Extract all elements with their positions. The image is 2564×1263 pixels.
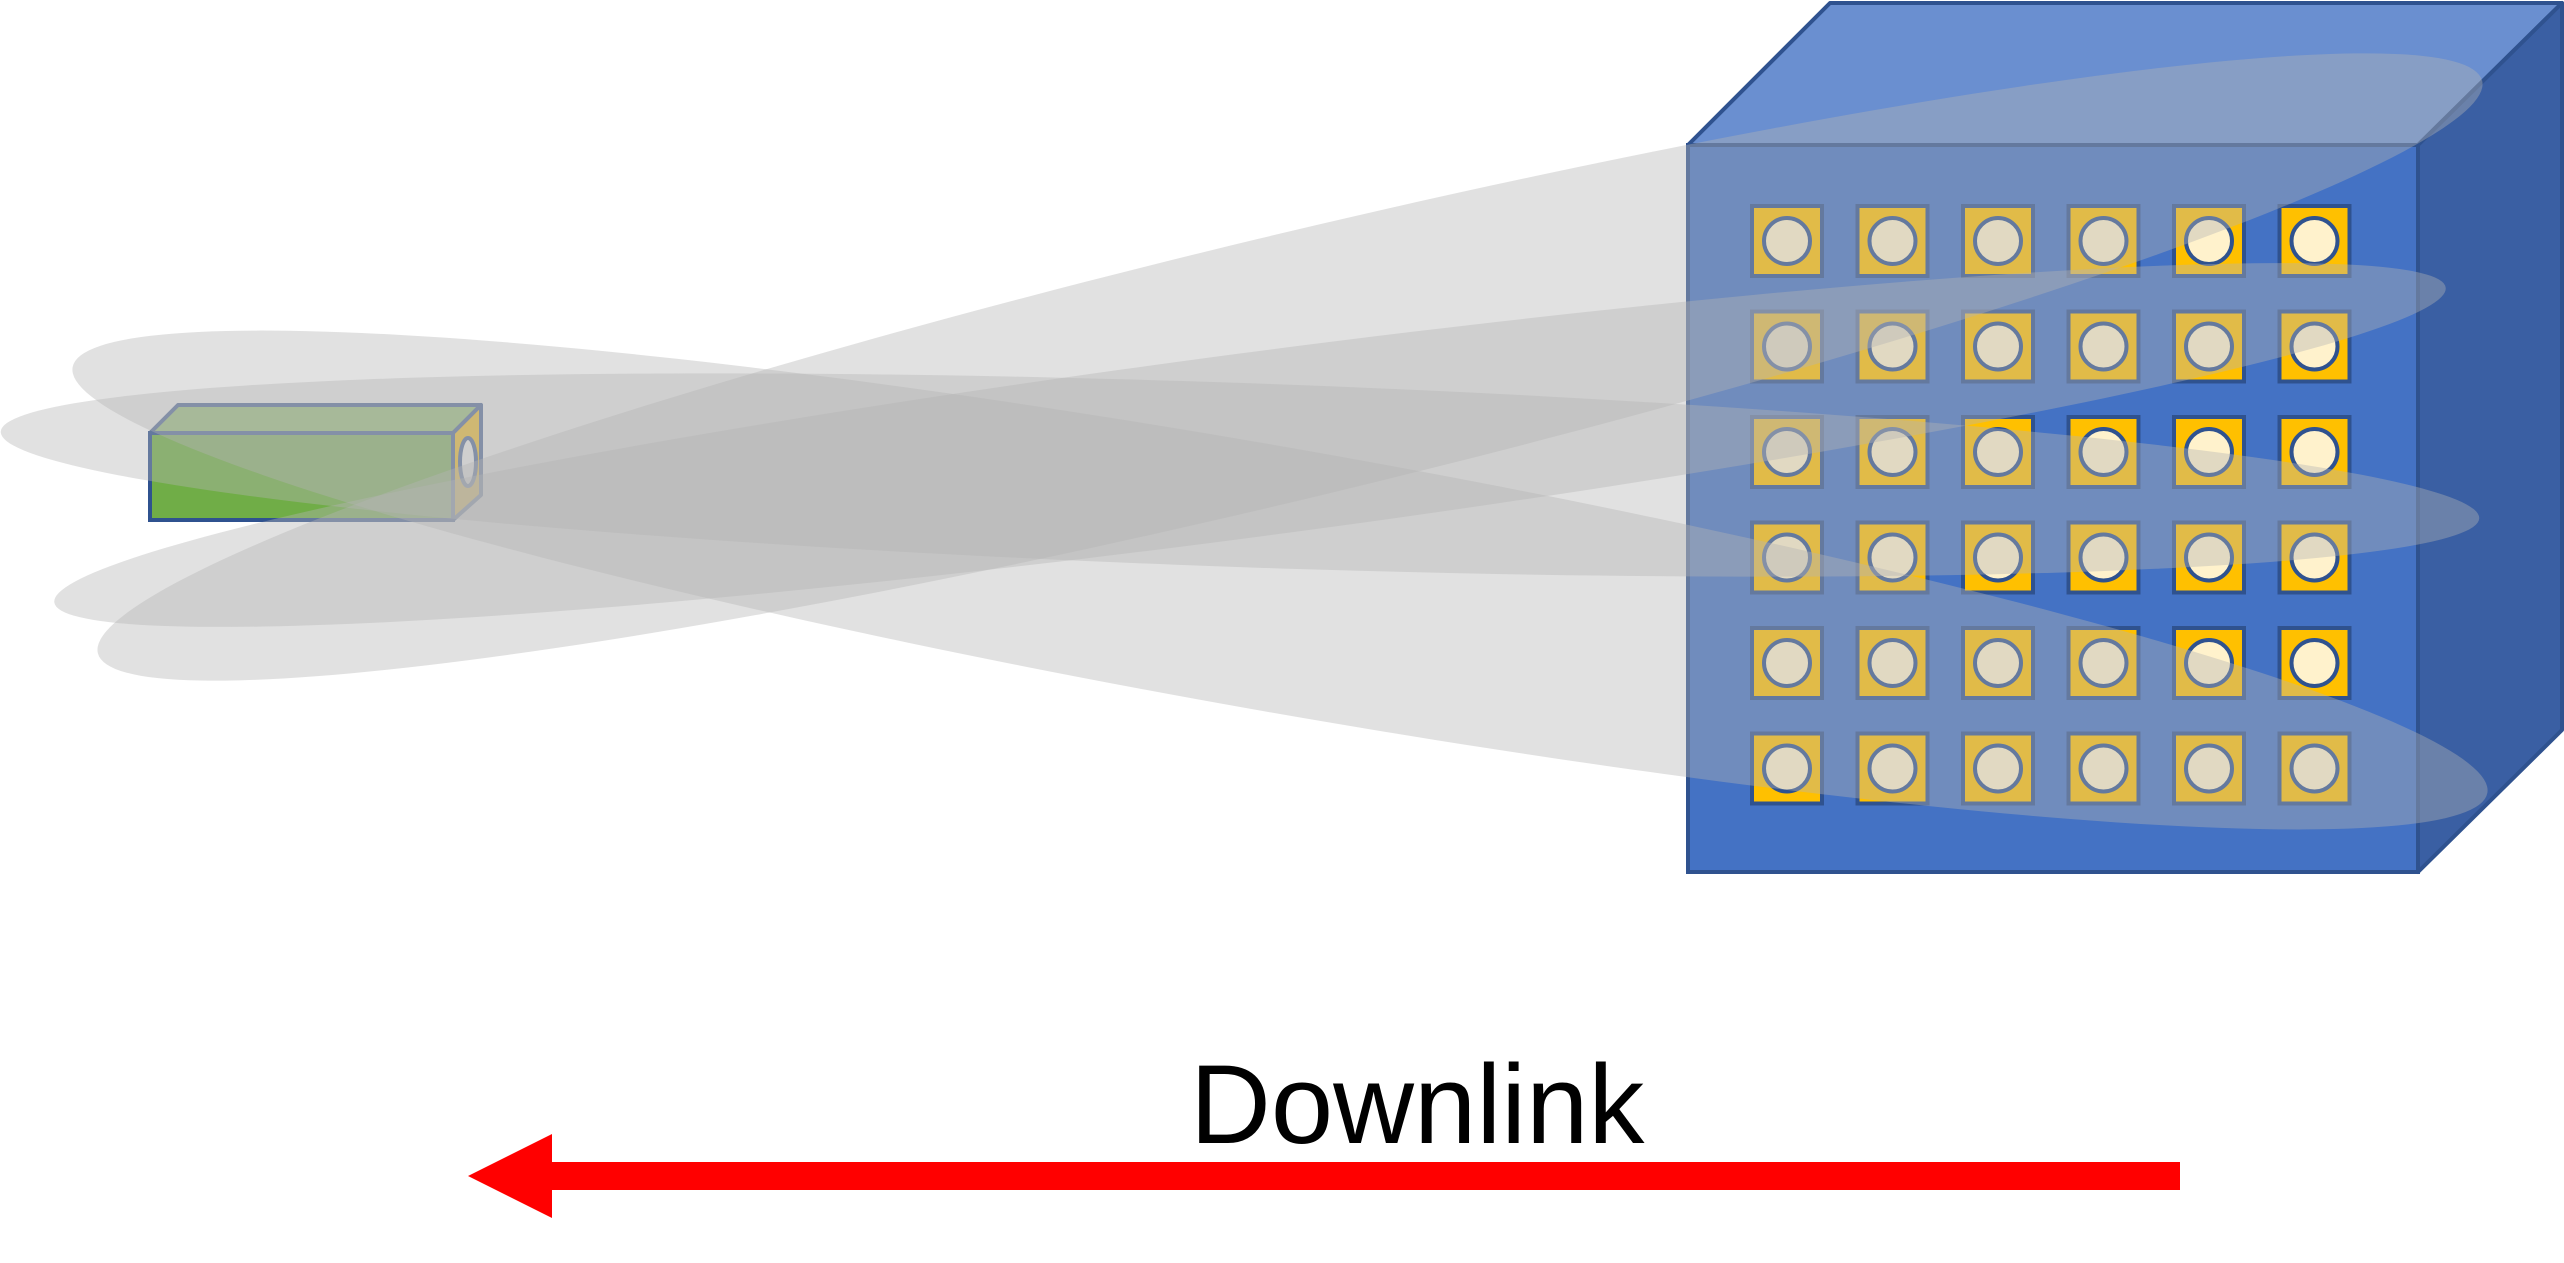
- antenna-aperture-icon: [1762, 427, 1812, 477]
- antenna-aperture-icon: [1973, 532, 2023, 583]
- antenna-element: [1855, 204, 1930, 278]
- antenna-aperture-icon: [2184, 532, 2234, 583]
- antenna-aperture-icon: [2289, 743, 2340, 794]
- downlink-arrow-head: [468, 1134, 552, 1218]
- antenna-aperture-icon: [2184, 638, 2234, 688]
- antenna-element: [2277, 520, 2352, 595]
- antenna-element: [2066, 626, 2141, 700]
- antenna-element: [2066, 309, 2141, 384]
- antenna-element: [2277, 204, 2352, 278]
- antenna-aperture-icon: [2184, 216, 2234, 266]
- antenna-aperture-icon: [2078, 743, 2129, 794]
- antenna-element: [1750, 626, 1824, 700]
- antenna-aperture-icon: [1762, 532, 1812, 583]
- antenna-element: [1855, 731, 1930, 806]
- antenna-element: [1855, 520, 1930, 595]
- antenna-aperture-icon: [2078, 532, 2129, 583]
- antenna-aperture-icon: [2184, 321, 2234, 372]
- antenna-aperture-icon: [2184, 427, 2234, 477]
- antenna-element: [2277, 309, 2352, 384]
- antenna-element: [1961, 309, 2035, 384]
- antenna-aperture-icon: [1973, 216, 2023, 266]
- antenna-aperture-icon: [2078, 216, 2129, 266]
- antenna-element: [2172, 309, 2246, 384]
- antenna-element: [2066, 520, 2141, 595]
- antenna-element: [1855, 415, 1930, 489]
- downlink-arrow: [468, 1134, 2180, 1218]
- antenna-element: [2066, 731, 2141, 806]
- beams: [0, 53, 2488, 830]
- antenna-element: [1855, 309, 1930, 384]
- antenna-element: [2277, 731, 2352, 806]
- antenna-aperture-icon: [1867, 427, 1918, 477]
- antenna-aperture-icon: [2078, 427, 2129, 477]
- downlink-label: Downlink: [1190, 1042, 1645, 1167]
- antenna-element: [2172, 520, 2246, 595]
- antenna-aperture-icon: [1973, 321, 2023, 372]
- antenna-aperture-icon: [2289, 638, 2340, 688]
- antenna-aperture-icon: [1867, 532, 1918, 583]
- antenna-element: [2172, 731, 2246, 806]
- antenna-element: [1961, 731, 2035, 806]
- antenna-aperture-icon: [1867, 743, 1918, 794]
- user-equipment: [148, 403, 483, 522]
- base-station: [1686, 1, 2564, 874]
- antenna-element: [2172, 626, 2246, 700]
- beam: [0, 373, 2480, 577]
- antenna-aperture-icon: [1973, 638, 2023, 688]
- antenna-aperture-icon: [1762, 638, 1812, 688]
- antenna-element: [2172, 204, 2246, 278]
- antenna-element: [2277, 626, 2352, 700]
- base-station-side-face: [2416, 1, 2564, 874]
- antenna-aperture-icon: [2184, 743, 2234, 794]
- antenna-element: [2172, 415, 2246, 489]
- antenna-element: [1961, 520, 2035, 595]
- antenna-aperture-icon: [2289, 532, 2340, 583]
- antenna-element: [1855, 626, 1930, 700]
- antenna-aperture-icon: [1867, 638, 1918, 688]
- downlink-arrow-shaft: [548, 1162, 2180, 1190]
- antenna-aperture-icon: [1762, 321, 1812, 372]
- antenna-aperture-icon: [2078, 638, 2129, 688]
- antenna-element: [2066, 415, 2141, 489]
- antenna-aperture-icon: [2289, 216, 2340, 266]
- antenna-element: [1750, 309, 1824, 384]
- antenna-aperture-icon: [2289, 321, 2340, 372]
- beam: [54, 263, 2446, 627]
- user-equipment-antenna-icon: [458, 436, 478, 488]
- antenna-element: [1750, 204, 1824, 278]
- antenna-element: [1961, 626, 2035, 700]
- beam: [72, 330, 2488, 830]
- antenna-element: [2066, 204, 2141, 278]
- antenna-aperture-icon: [1762, 216, 1812, 266]
- antenna-element: [1750, 520, 1824, 595]
- antenna-element: [1750, 731, 1824, 806]
- antenna-element: [1750, 415, 1824, 489]
- antenna-element: [2277, 415, 2352, 489]
- antenna-aperture-icon: [1867, 321, 1918, 372]
- antenna-aperture-icon: [1973, 427, 2023, 477]
- antenna-aperture-icon: [1762, 743, 1812, 794]
- antenna-array: [1750, 204, 2352, 806]
- antenna-aperture-icon: [2078, 321, 2129, 372]
- antenna-element: [1961, 415, 2035, 489]
- beam: [97, 53, 2483, 681]
- antenna-aperture-icon: [2289, 427, 2340, 477]
- antenna-aperture-icon: [1973, 743, 2023, 794]
- antenna-element: [1961, 204, 2035, 278]
- antenna-aperture-icon: [1867, 216, 1918, 266]
